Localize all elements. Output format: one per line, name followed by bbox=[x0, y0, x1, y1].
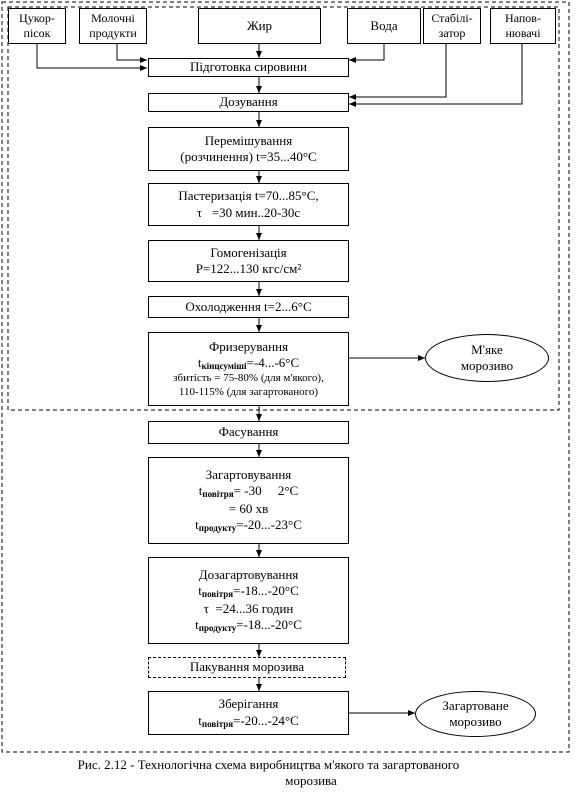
input-fat-box: Жир bbox=[198, 8, 321, 44]
arrow-sugar-to-prep bbox=[36, 44, 147, 71]
arrow-dairy-to-prep bbox=[116, 44, 147, 63]
step-dosing-box: Дозування bbox=[148, 93, 349, 112]
step-storage-title: Зберігання bbox=[218, 696, 279, 712]
input-sugar-line1: Цукор- bbox=[19, 11, 55, 25]
output-soft-line1: М'яке bbox=[471, 341, 503, 357]
input-fillers-line1: Напов- bbox=[505, 11, 541, 25]
step-post-hardening-air-temp: tповітря=-18...-20°С bbox=[198, 583, 299, 600]
output-hardened-line2: морозиво bbox=[449, 714, 502, 729]
step-freezing-overrun-soft: збитість = 75-80% (для м'якого), bbox=[173, 372, 324, 384]
step-post-hardening-title: Дозагартовування bbox=[198, 567, 299, 582]
step-prep-box: Підготовка сировини bbox=[148, 58, 349, 77]
step-pasteur-line2: τ =30 мин..20-30с bbox=[196, 204, 301, 220]
caption-line1: Рис. 2.12 - Технологічна схема виробницт… bbox=[77, 757, 460, 772]
output-hardened-ellipse: Загартоване морозиво bbox=[415, 691, 536, 737]
step-packing-label: Фасування bbox=[218, 424, 279, 440]
caption-line2: морозива bbox=[285, 772, 337, 788]
arrow-stabilizer-to-dosing bbox=[349, 44, 447, 100]
input-fat-label: Жир bbox=[246, 17, 273, 33]
arrow-water-to-prep bbox=[349, 44, 385, 63]
input-fillers-box: Напов- нювачі bbox=[490, 8, 556, 44]
step-mixing-line2: (розчинення) t=35...40°С bbox=[180, 149, 317, 164]
step-mixing-line1: Перемішування bbox=[204, 132, 293, 148]
step-post-hardening-duration: τ =24...36 годин bbox=[203, 600, 294, 616]
input-stabilizer-line2: затор bbox=[438, 26, 466, 40]
step-hardening-box: Загартовування tповітря= -30 2°С = 60 хв… bbox=[148, 457, 349, 544]
step-packing-box: Фасування bbox=[148, 421, 349, 444]
step-freezing-title: Фризерування bbox=[208, 338, 289, 354]
step-dosing-label: Дозування bbox=[219, 94, 278, 110]
step-prep-label: Підготовка сировини bbox=[190, 59, 307, 75]
input-dairy-box: Молочні продукти bbox=[79, 8, 147, 44]
input-water-label: Вода bbox=[370, 17, 398, 33]
input-water-box: Вода bbox=[347, 8, 421, 44]
step-post-hardening-box: Дозагартовування tповітря=-18...-20°С τ … bbox=[148, 557, 349, 644]
outer-dashed-frame bbox=[1, 1, 570, 753]
step-wrapping-label: Пакування морозива bbox=[189, 659, 305, 675]
step-pasteur-line1: Пастеризація t=70...85°С, bbox=[178, 188, 319, 204]
step-pasteur-box: Пастеризація t=70...85°С, τ =30 мин..20-… bbox=[148, 183, 349, 226]
input-stabilizer-line1: Стабілі- bbox=[431, 11, 473, 25]
step-post-hardening-product-temp: tпродукту=-18...-20°С bbox=[195, 616, 302, 633]
figure-caption: Рис. 2.12 - Технологічна схема виробницт… bbox=[0, 757, 582, 788]
step-freezing-box: Фризерування tкінцсуміші=-4...-6°С збиті… bbox=[148, 332, 349, 406]
output-soft-ellipse: М'яке морозиво bbox=[425, 334, 549, 382]
step-hardening-product-temp: tпродукту=-20...-23°С bbox=[195, 516, 302, 533]
input-fillers-line2: нювачі bbox=[505, 26, 541, 40]
step-mixing-box: Перемішування (розчинення) t=35...40°С bbox=[148, 127, 349, 171]
step-freezing-temp: tкінцсуміші=-4...-6°С bbox=[197, 354, 300, 371]
step-storage-box: Зберігання tповітря=-20...-24°С bbox=[148, 691, 349, 735]
step-freezing-overrun-hard: 110-115% (для загартованого) bbox=[178, 385, 319, 398]
input-stabilizer-box: Стабілі- затор bbox=[423, 8, 481, 44]
step-homog-line1: Гомогенізація bbox=[210, 244, 287, 260]
step-hardening-air-temp: tповітря= -30 2°С bbox=[198, 483, 299, 500]
step-cooling-label: Охолодження t=2...6°С bbox=[185, 298, 312, 314]
input-sugar-box: Цукор- пісок bbox=[8, 8, 66, 44]
input-dairy-line1: Молочні bbox=[91, 11, 135, 25]
output-soft-line2: морозиво bbox=[460, 358, 514, 373]
input-sugar-line2: пісок bbox=[23, 26, 51, 40]
input-dairy-line2: продукти bbox=[89, 26, 137, 40]
step-hardening-duration: = 60 хв bbox=[228, 500, 269, 516]
step-homog-box: Гомогенізація Р=122...130 кгс/см² bbox=[148, 240, 349, 282]
inner-dashed-frame bbox=[7, 6, 560, 411]
arrow-fillers-to-dosing bbox=[349, 44, 523, 107]
step-wrapping-box: Пакування морозива bbox=[148, 657, 346, 678]
step-hardening-title: Загартовування bbox=[205, 467, 292, 482]
step-storage-air-temp: tповітря=-20...-24°С bbox=[198, 712, 299, 729]
output-hardened-line1: Загартоване bbox=[442, 697, 509, 713]
step-homog-line2: Р=122...130 кгс/см² bbox=[195, 261, 302, 276]
step-cooling-box: Охолодження t=2...6°С bbox=[148, 296, 349, 318]
